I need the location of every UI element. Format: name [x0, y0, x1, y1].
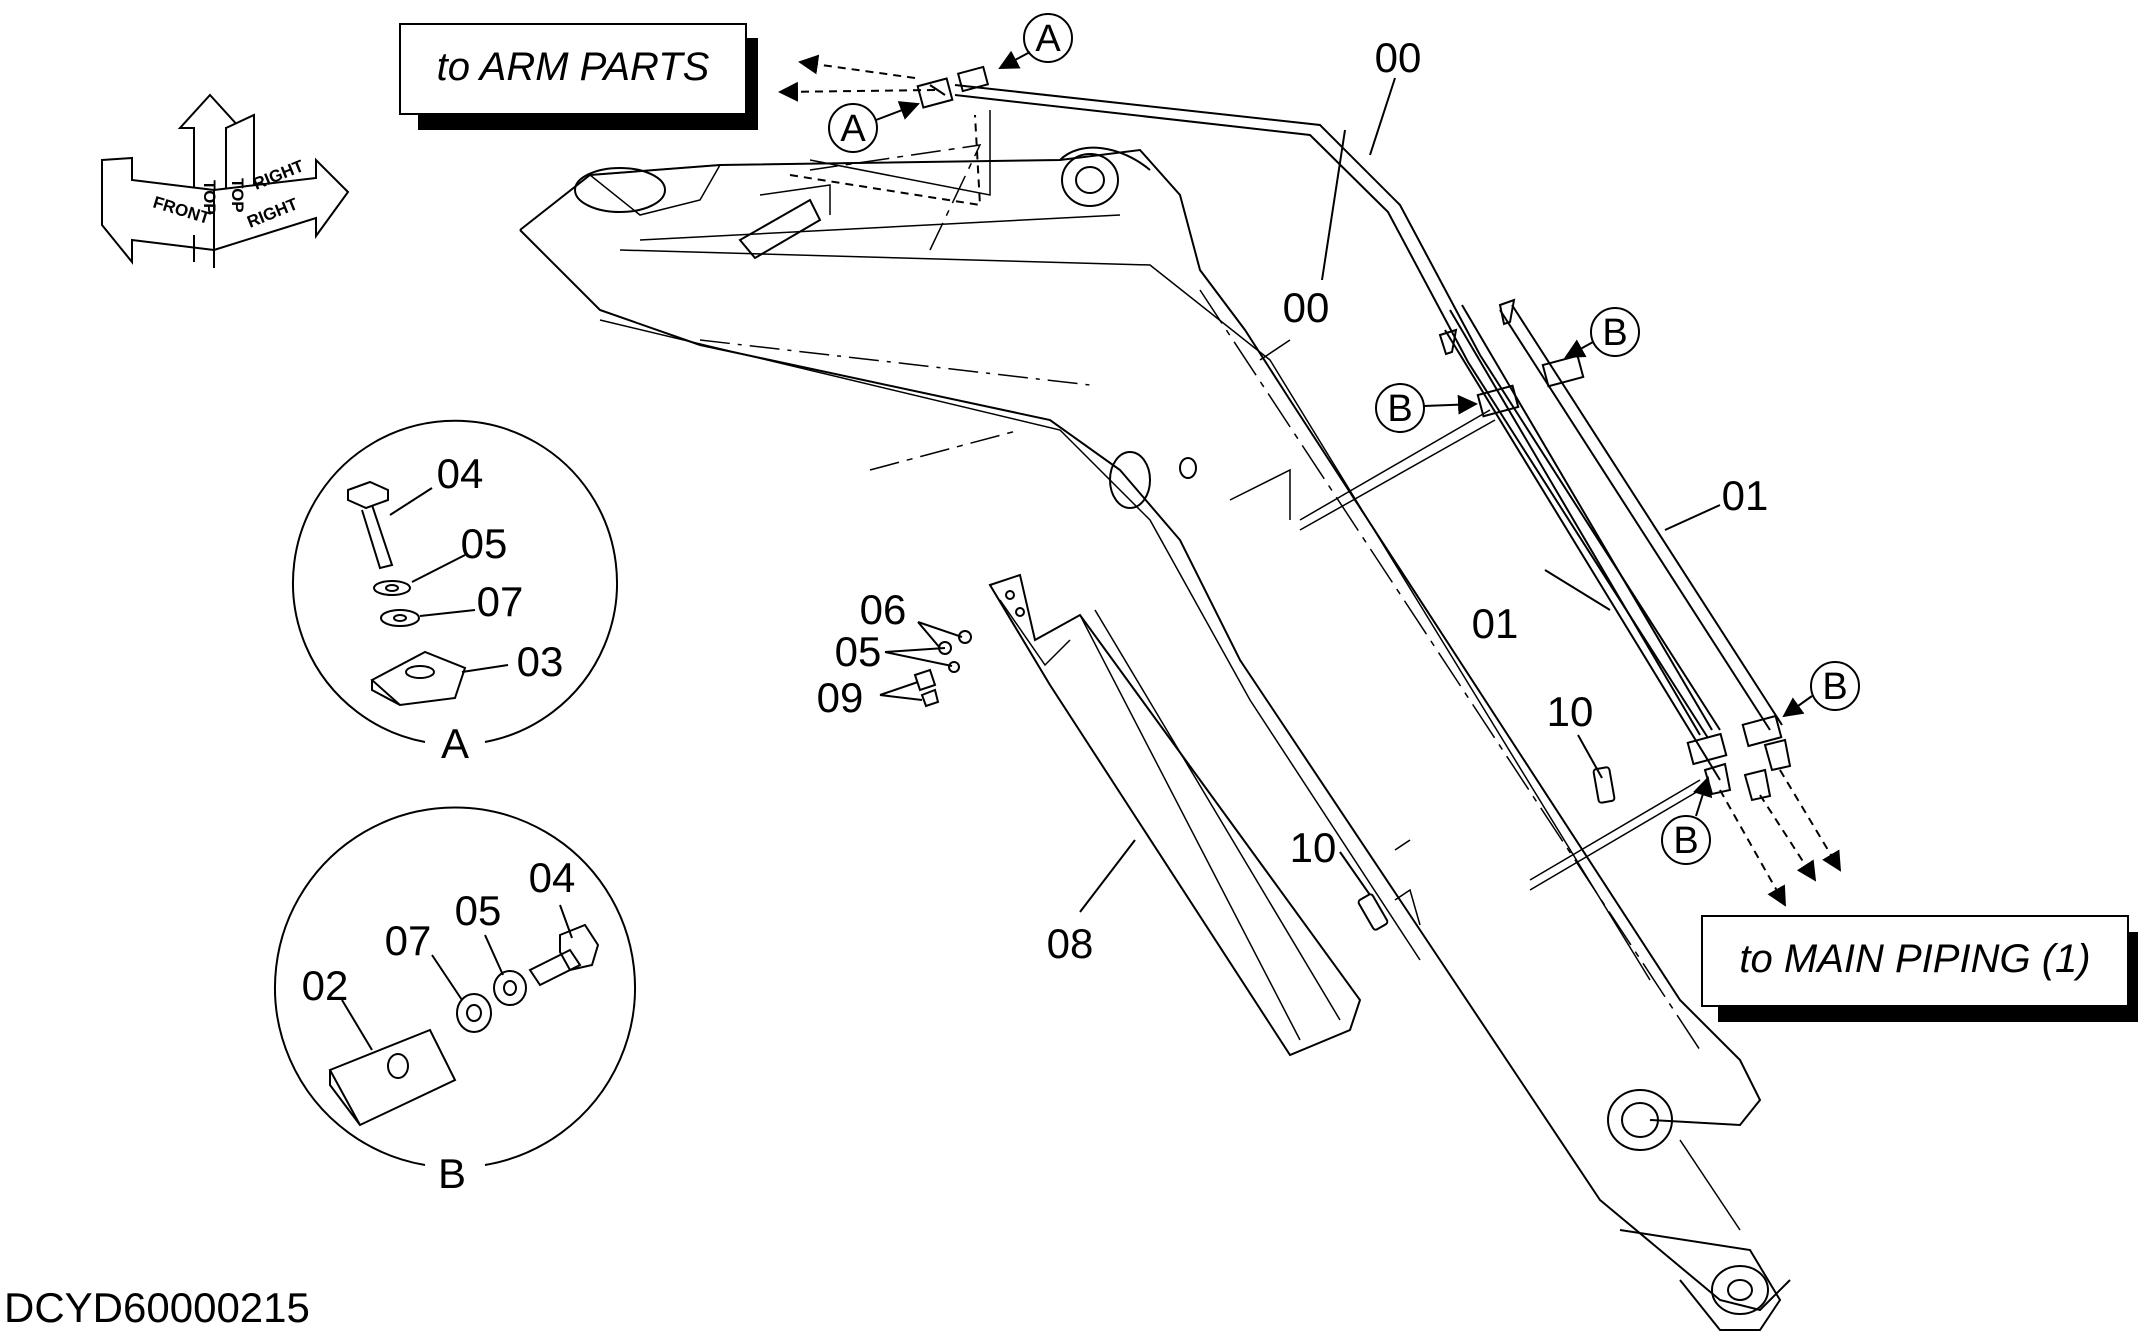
- label-01-right: 01: [1722, 472, 1769, 519]
- arm-parts-leaders: [778, 54, 991, 207]
- label-09: 09: [817, 674, 864, 721]
- label-00-top: 00: [1375, 34, 1422, 81]
- detail-a-part-4: 03: [517, 638, 564, 685]
- callout-b-top-right[interactable]: B: [1564, 307, 1640, 358]
- callout-b-top-right-label: B: [1602, 312, 1627, 354]
- top-arrow-label-2: TOP: [228, 178, 247, 213]
- hydraulic-pipes: [916, 65, 1792, 802]
- label-10-lower: 10: [1290, 824, 1337, 871]
- callout-a-left-label: A: [840, 108, 866, 150]
- main-piping-reference[interactable]: to MAIN PIPING (1): [1701, 915, 2138, 1022]
- label-08: 08: [1047, 920, 1094, 967]
- part-label-leaders: [879, 77, 1721, 913]
- label-05: 05: [835, 628, 882, 675]
- pins-10: [1357, 766, 1616, 931]
- detail-view-a: A: [292, 419, 618, 767]
- label-10-upper: 10: [1547, 688, 1594, 735]
- label-06: 06: [860, 586, 907, 633]
- main-piping-leaders: [1719, 769, 1842, 907]
- callout-b-bottom-left[interactable]: B: [1661, 776, 1713, 865]
- boom-assembly: [519, 144, 1791, 1331]
- label-00-mid: 00: [1283, 284, 1330, 331]
- main-piping-label: to MAIN PIPING (1): [1739, 937, 2090, 981]
- callout-b-bottom-right-label: B: [1822, 666, 1847, 708]
- callout-b-bottom-left-label: B: [1673, 820, 1698, 862]
- arm-parts-reference[interactable]: to ARM PARTS: [399, 23, 760, 130]
- hardware-05-06-09: [913, 630, 972, 708]
- cover-plate-08: [988, 573, 1362, 1057]
- callout-a-top-label: A: [1035, 18, 1061, 60]
- callout-a-top[interactable]: A: [998, 13, 1073, 69]
- detail-b-part-1: 02: [302, 962, 349, 1009]
- callout-b-bottom-right[interactable]: B: [1782, 661, 1860, 718]
- detail-a-part-1: 04: [437, 450, 484, 497]
- detail-view-b: B: [274, 806, 636, 1197]
- callout-b-top-left[interactable]: B: [1375, 383, 1478, 433]
- detail-a-part-2: 05: [461, 520, 508, 567]
- orientation-indicator: FRONT TOP TOP RIGHT RIGHT: [101, 93, 350, 268]
- drawing-id: DCYD60000215: [4, 1284, 310, 1331]
- label-01-left: 01: [1472, 600, 1519, 647]
- top-arrow-label-1: TOP: [200, 180, 219, 215]
- arm-parts-label: to ARM PARTS: [437, 45, 710, 89]
- detail-b-title: B: [438, 1150, 466, 1197]
- detail-b-part-3: 05: [455, 887, 502, 934]
- detail-a-title: A: [441, 720, 469, 767]
- detail-b-part-4: 04: [529, 854, 576, 901]
- callout-b-top-left-label: B: [1387, 388, 1412, 430]
- detail-a-part-3: 07: [477, 578, 524, 625]
- callout-a-left[interactable]: A: [828, 101, 920, 153]
- detail-b-part-2: 07: [385, 917, 432, 964]
